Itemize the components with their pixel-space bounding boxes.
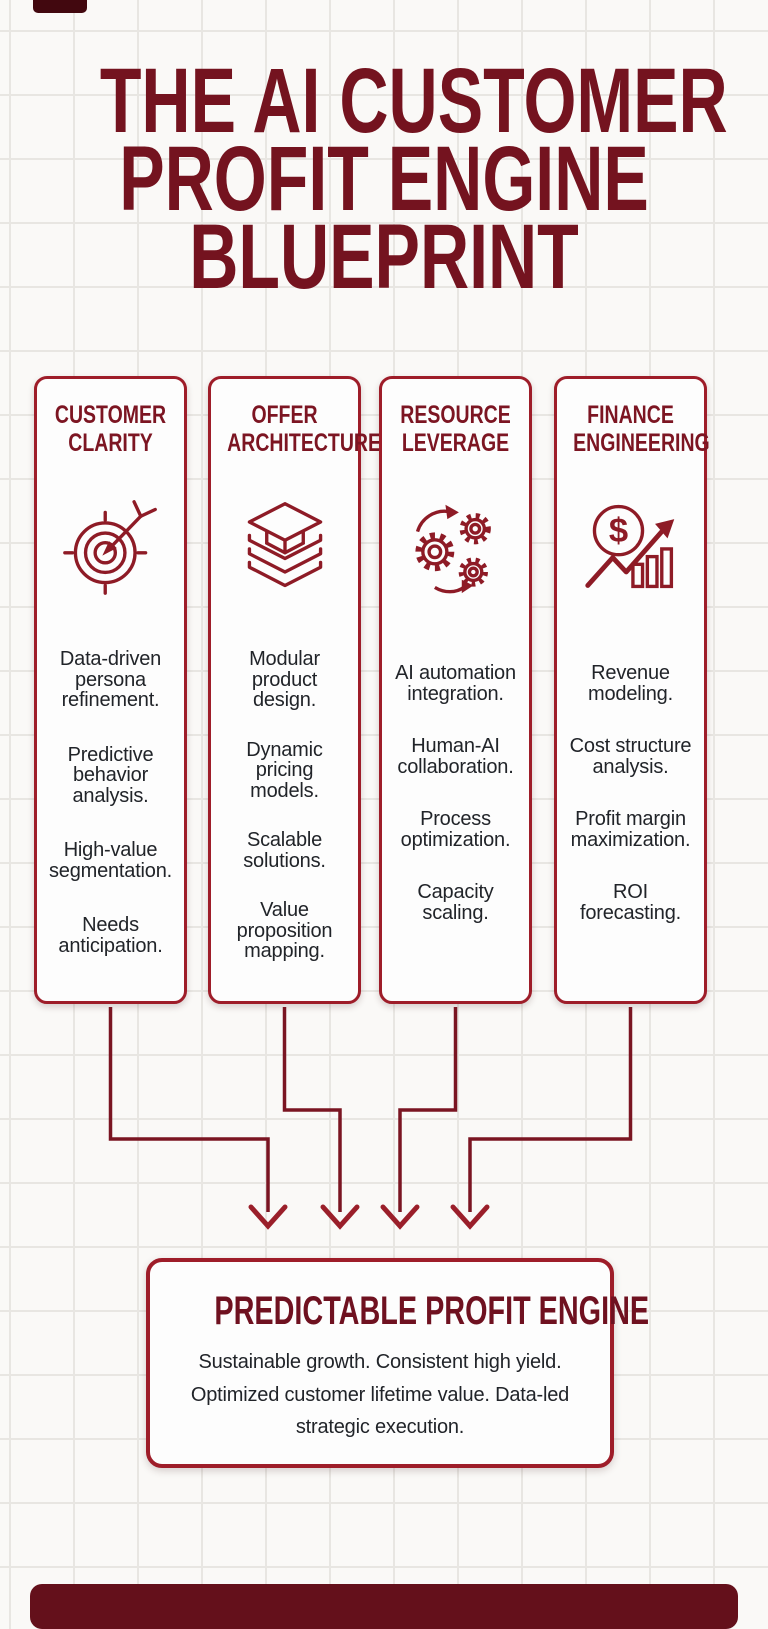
list-item: Dynamic pricing models. bbox=[246, 738, 323, 802]
card-title-line: ARCHITECTURE bbox=[227, 429, 382, 457]
card-title-line: RESOURCE bbox=[400, 401, 511, 429]
page-title-line: PROFIT ENGINE bbox=[119, 128, 649, 230]
list-item: Data-driven persona refinement. bbox=[59, 648, 162, 711]
page-title: THE AI CUSTOMER PROFIT ENGINE BLUEPRINT bbox=[0, 50, 768, 308]
stacked-layers-icon bbox=[211, 497, 358, 597]
list-item: Needs anticipation. bbox=[58, 914, 163, 957]
card-title: RESOURCE LEVERAGE bbox=[398, 401, 513, 457]
card-item-list: Revenue modeling. Cost structure analysi… bbox=[557, 663, 704, 923]
list-item: Revenue modeling. bbox=[588, 662, 673, 705]
list-item: Cost structure analysis. bbox=[569, 735, 692, 778]
card-title-line: LEVERAGE bbox=[401, 429, 510, 457]
dollar-growth-chart-icon: $ bbox=[557, 497, 704, 597]
result-box-title: PREDICTABLE PROFIT ENGINE bbox=[214, 1289, 650, 1333]
list-item: Capacity scaling. bbox=[417, 881, 494, 924]
card-finance-engineering: FINANCE ENGINEERING $ Revenue modeling. … bbox=[554, 376, 710, 1004]
card-item-list: Data-driven persona refinement. Predicti… bbox=[37, 649, 184, 956]
list-item: Modular product design. bbox=[249, 648, 320, 711]
list-item: AI automation integration. bbox=[395, 662, 516, 705]
card-item-list: AI automation integration. Human-AI coll… bbox=[382, 663, 529, 923]
list-item: Scalable solutions. bbox=[243, 829, 326, 872]
page-title-line: THE AI CUSTOMER bbox=[99, 50, 728, 152]
card-title-line: CUSTOMER bbox=[54, 401, 167, 429]
card-title-line: ENGINEERING bbox=[573, 429, 710, 457]
result-body-line: Optimized customer lifetime value. Data-… bbox=[190, 1383, 570, 1406]
result-body-line: Sustainable growth. Consistent high yiel… bbox=[198, 1351, 562, 1373]
card-title: CUSTOMER CLARITY bbox=[53, 401, 168, 457]
gears-automation-icon bbox=[382, 497, 529, 597]
bottom-footer-bar bbox=[30, 1584, 738, 1629]
target-arrow-icon bbox=[37, 497, 184, 597]
list-item: High-value segmentation. bbox=[48, 839, 173, 882]
card-title: FINANCE ENGINEERING bbox=[573, 401, 710, 457]
list-item: Process optimization. bbox=[400, 808, 511, 851]
list-item: Value proposition mapping. bbox=[236, 899, 333, 962]
card-customer-clarity: CUSTOMER CLARITY Data-driven persona ref… bbox=[34, 376, 187, 1004]
card-title-line: CLARITY bbox=[68, 429, 153, 457]
card-resource-leverage: RESOURCE LEVERAGE AI automation integrat… bbox=[379, 376, 532, 1004]
card-item-list: Modular product design. Dynamic pricing … bbox=[211, 649, 358, 962]
list-item: Predictive behavior analysis. bbox=[67, 743, 154, 807]
card-title-line: FINANCE bbox=[587, 401, 674, 429]
top-edge-mark bbox=[33, 0, 87, 13]
list-item: ROI forecasting. bbox=[580, 881, 681, 924]
result-body-line: strategic execution. bbox=[295, 1416, 465, 1438]
result-box-body: Sustainable growth. Consistent high yiel… bbox=[150, 1346, 610, 1444]
card-offer-architecture: OFFER ARCHITECTURE Modular product desig… bbox=[208, 376, 382, 1004]
arrowheads bbox=[248, 1204, 490, 1230]
card-title: OFFER ARCHITECTURE bbox=[227, 401, 382, 457]
page-title-line: BLUEPRINT bbox=[189, 206, 579, 308]
svg-text:$: $ bbox=[608, 512, 627, 550]
result-box-predictable-profit-engine: PREDICTABLE PROFIT ENGINE Sustainable gr… bbox=[146, 1258, 650, 1468]
list-item: Profit margin maximization. bbox=[570, 808, 691, 851]
list-item: Human-AI collaboration. bbox=[397, 735, 514, 778]
card-title-line: OFFER bbox=[251, 401, 318, 429]
